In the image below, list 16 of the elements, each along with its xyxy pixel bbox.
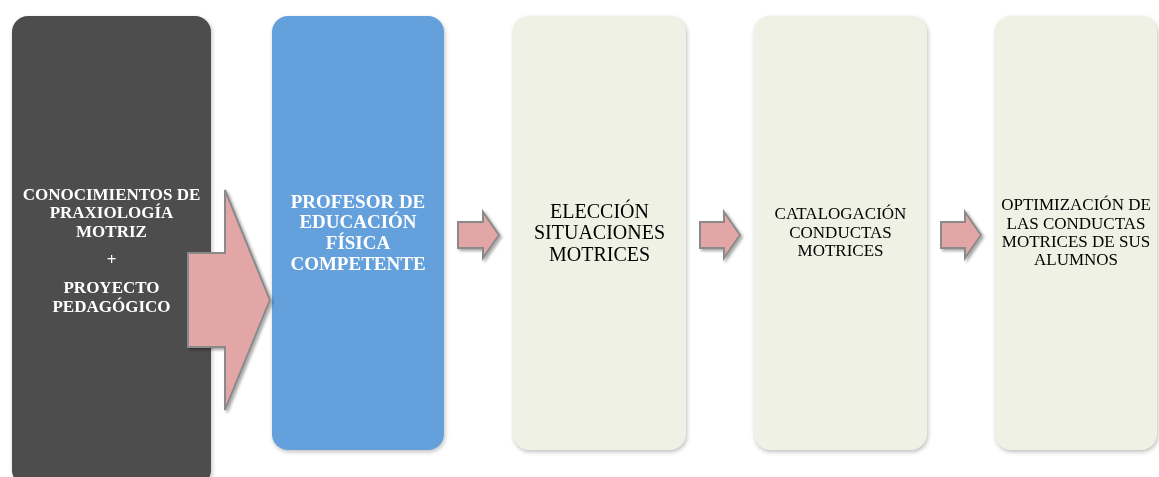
- box-text: ELECCIÓN SITUACIONES MOTRICES: [532, 200, 667, 266]
- box-text: OPTIMIZACIÓN DE LAS CONDUCTAS MOTRICES DE SUS ALUMNOS: [1000, 196, 1152, 270]
- process-box: [12, 16, 211, 477]
- box-text: CONOCIMIENTOS DE PRAXIOLOGÍA MOTRIZ: [21, 185, 202, 241]
- process-box: [513, 16, 686, 450]
- block-arrow: [699, 208, 742, 262]
- process-box: [272, 16, 444, 450]
- box-text: +: [106, 251, 117, 270]
- process-box: [754, 16, 927, 450]
- block-arrow: [940, 208, 983, 262]
- box-text: PROFESOR DE EDUCACIÓN FÍSICA COMPETENTE: [289, 191, 427, 275]
- block-arrow: [187, 189, 272, 411]
- block-arrow: [457, 208, 501, 262]
- box-text: CATALOGACIÓN CONDUCTAS MOTRICES: [773, 205, 908, 261]
- process-box: [995, 16, 1157, 450]
- box-text: PROYECTO PEDAGÓGICO: [51, 279, 172, 317]
